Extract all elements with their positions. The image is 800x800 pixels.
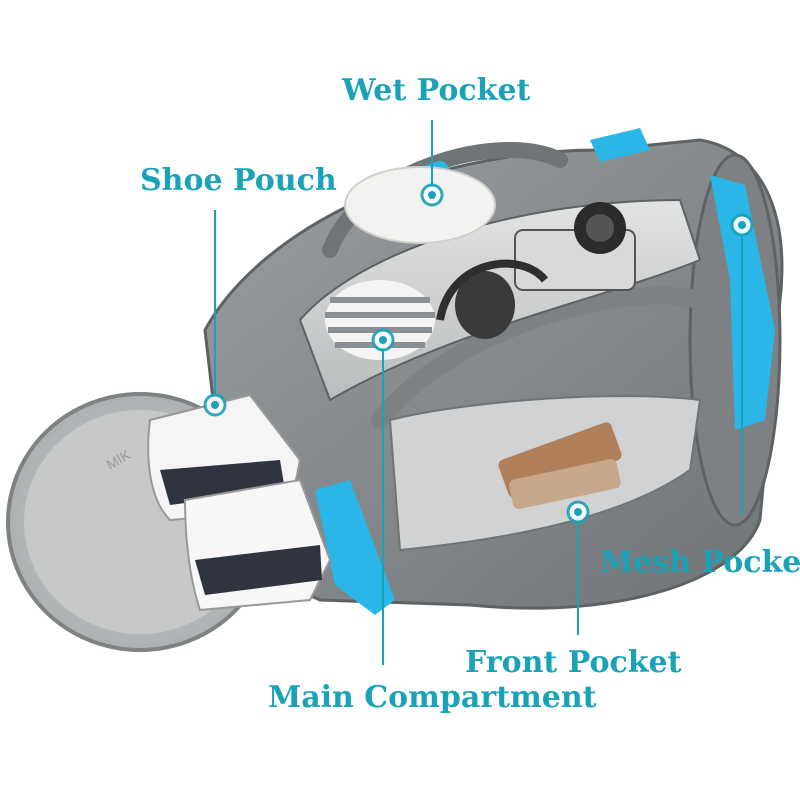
front-pocket (388, 395, 702, 552)
label-main-compartment: Main Compartment (268, 680, 597, 715)
callout-lines (214, 120, 743, 665)
sneakers (147, 393, 332, 612)
callout-dots (203, 183, 754, 524)
label-shoe-pouch: Shoe Pouch (140, 163, 337, 198)
label-mesh-pocket: Mesh Pocket (600, 545, 800, 580)
label-front-pocket: Front Pocket (465, 645, 682, 680)
main-compartment-opening (298, 166, 702, 402)
label-wet-pocket: Wet Pocket (342, 73, 531, 108)
